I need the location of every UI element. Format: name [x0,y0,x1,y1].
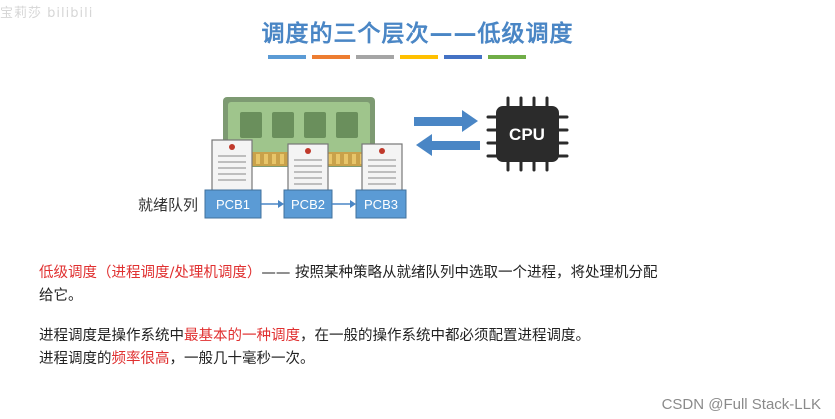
arrow-right-icon [414,110,478,132]
color-bar-2 [312,55,350,59]
definition-text-2: 给它。 [39,288,83,304]
color-bar-6 [488,55,526,59]
cpu-chip-icon: CPU [486,96,569,172]
pcb-label-3: PCB3 [364,197,398,212]
bilibili-watermark: 宝莉莎 bilibili [0,6,94,21]
definition-text-1: —— 按照某种策略从就绪队列中选取一个进程，将处理机分配 [261,265,658,281]
memory-module-icon [223,97,375,167]
color-bar-1 [268,55,306,59]
explanation-1a: 进程调度是操作系统中 [39,328,184,344]
color-bar-5 [444,55,482,59]
low-level-scheduling-term: 低级调度（进程调度/处理机调度） [39,265,262,281]
page-title: 调度的三个层次——低级调度 [261,21,574,47]
pcb-label-2: PCB2 [291,197,325,212]
explanation-2-highlight: 频率很高 [111,351,170,367]
definition-paragraph: 低级调度（进程调度/处理机调度）—— 按照某种策略从就绪队列中选取一个进程，将处… [39,262,799,308]
color-bar-3 [356,55,394,59]
explanation-2a: 进程调度的 [39,351,112,367]
cpu-label: CPU [509,125,545,144]
csdn-footer-watermark: CSDN @Full Stack-LLK [661,396,821,413]
explanation-2b: ，一般几十毫秒一次。 [169,351,315,367]
pcb-box-1: PCB1 [204,189,262,219]
document-icon-3 [361,143,403,197]
arrow-left-icon [416,134,480,156]
explanation-paragraph: 进程调度是操作系统中最基本的一种调度，在一般的操作系统中都必须配置进程调度。 进… [39,325,799,371]
document-icon-1 [211,139,253,195]
pcb-label-1: PCB1 [216,197,250,212]
document-icon-2 [287,143,329,197]
explanation-1-highlight: 最基本的一种调度 [184,328,300,344]
color-bar-4 [400,55,438,59]
pcb-box-2: PCB2 [283,189,333,219]
scheduling-diagram: PCB1 PCB2 PCB3 CPU [204,96,569,219]
explanation-1b: ，在一般的操作系统中都必须配置进程调度。 [300,328,590,344]
ready-queue-label: 就绪队列 [138,196,199,214]
pcb-box-3: PCB3 [355,189,407,219]
